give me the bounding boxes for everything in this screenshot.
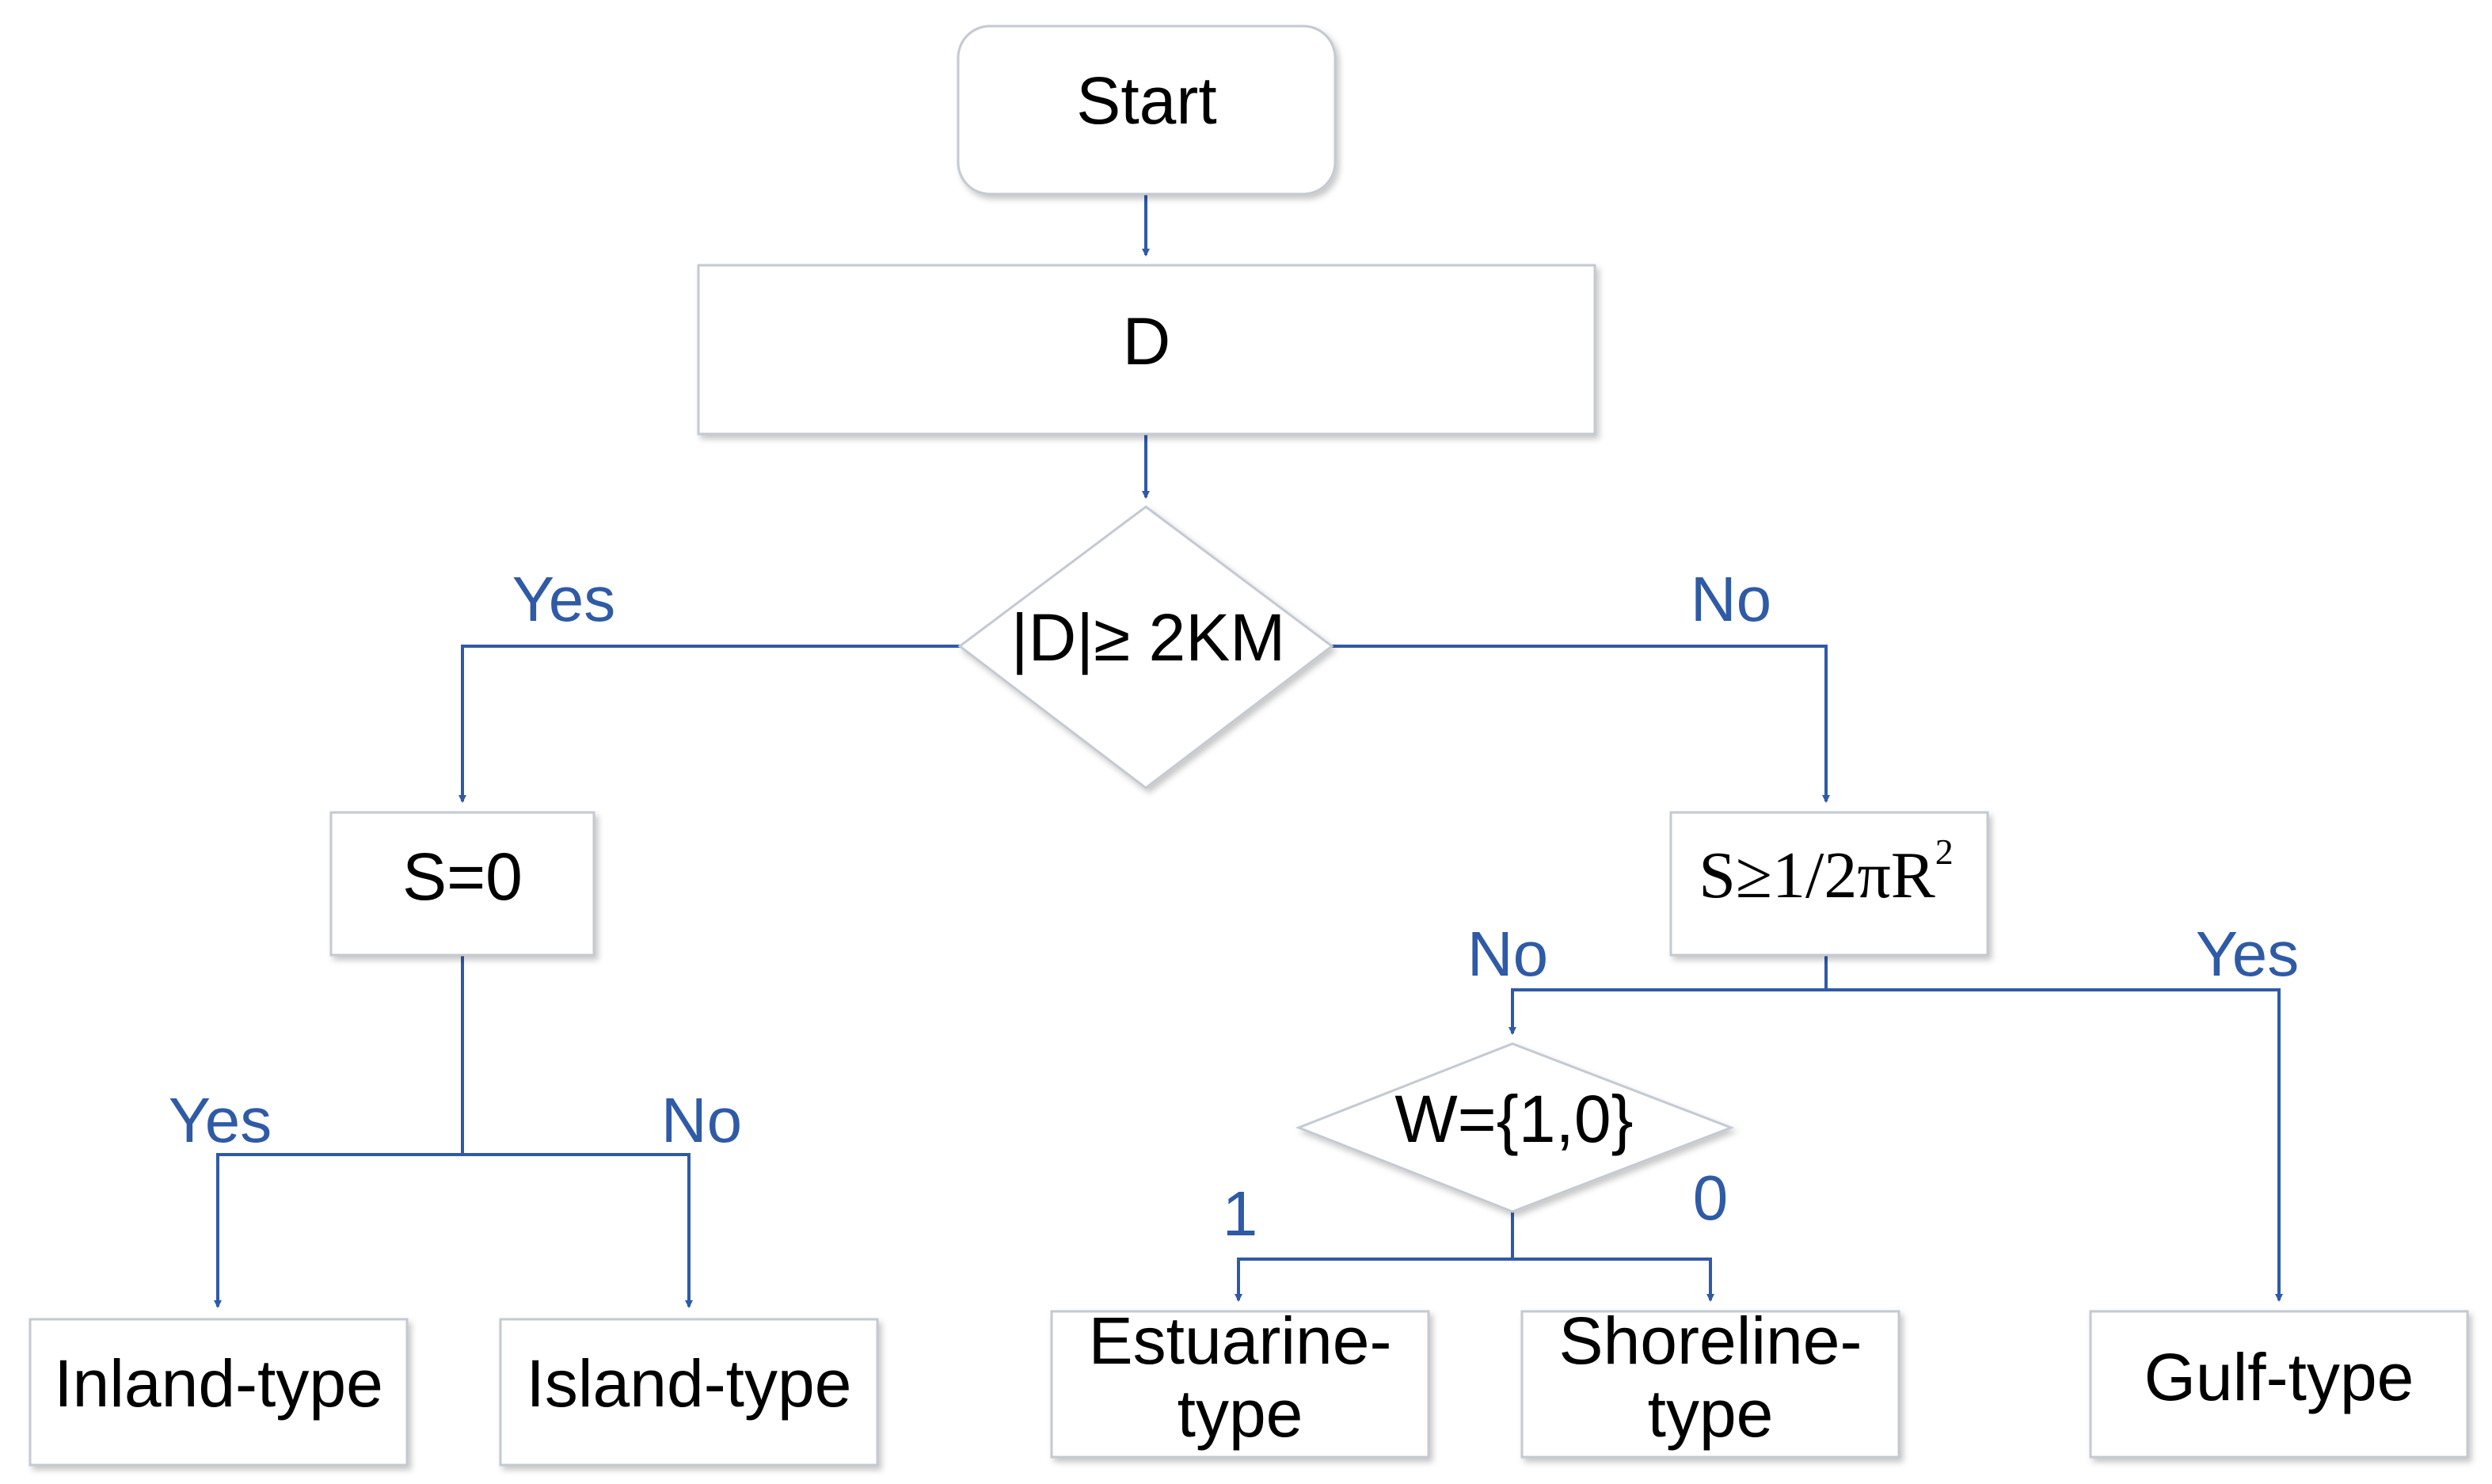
label-area-no: No	[1467, 919, 1548, 989]
distance-label: |D|≥ 2KM	[1011, 600, 1285, 675]
edge-distance-no	[1332, 645, 1830, 803]
node-s0-decision: S=0	[329, 811, 595, 957]
shoreline-label-line1: Shoreline-	[1559, 1303, 1862, 1378]
node-d: D	[697, 264, 1596, 436]
w-diamond	[1295, 1042, 1735, 1213]
area-box	[1669, 811, 1989, 957]
estuarine-label-line2: type	[1178, 1376, 1303, 1451]
estuarine-box	[1050, 1310, 1430, 1459]
node-gulf: Gulf-type	[2089, 1310, 2469, 1459]
edge-w-one	[1235, 1258, 1512, 1302]
w-label: W={1,0}	[1394, 1082, 1633, 1156]
island-box	[499, 1318, 879, 1467]
estuarine-label-line1: Estuarine-	[1089, 1303, 1392, 1378]
area-label-main: S≥1/2πR	[1699, 839, 1935, 912]
edge-area-no	[1509, 988, 1826, 1035]
start-label: Start	[1076, 63, 1216, 138]
d-label: D	[1123, 304, 1171, 379]
node-inland: Inland-type	[29, 1318, 409, 1467]
edge-s0-no	[462, 1153, 693, 1308]
d-process-box	[697, 264, 1596, 436]
label-distance-yes: Yes	[512, 564, 616, 634]
edge-w-zero	[1512, 1258, 1714, 1302]
island-label: Island-type	[527, 1346, 852, 1421]
node-shoreline: Shoreline- type	[1520, 1303, 1900, 1459]
label-distance-no: No	[1691, 564, 1771, 634]
node-start: Start	[957, 25, 1337, 196]
gulf-label: Gulf-type	[2144, 1340, 2414, 1414]
gulf-box	[2089, 1310, 2469, 1459]
s0-box	[329, 811, 595, 957]
shoreline-label-line2: type	[1648, 1376, 1774, 1451]
label-area-yes: Yes	[2196, 919, 2300, 989]
s0-label: S=0	[402, 839, 523, 914]
area-label: S≥1/2πR2	[1699, 831, 1954, 913]
inland-box	[29, 1318, 409, 1467]
node-area-decision: S≥1/2πR2	[1669, 811, 1989, 957]
edges	[214, 194, 2283, 1308]
edge-area-yes	[1826, 988, 2283, 1302]
edge-s0-yes	[214, 1153, 462, 1308]
label-s0-yes: Yes	[169, 1085, 272, 1155]
edge-labels: Yes No Yes No No Yes 1 0	[169, 564, 2300, 1249]
inland-label: Inland-type	[54, 1346, 383, 1421]
node-w-decision: W={1,0}	[1295, 1042, 1735, 1213]
node-estuarine: Estuarine- type	[1050, 1303, 1430, 1459]
edge-distance-yes	[458, 645, 960, 803]
label-s0-no: No	[661, 1085, 742, 1155]
start-terminator	[957, 25, 1337, 196]
node-island: Island-type	[499, 1318, 879, 1467]
distance-diamond	[957, 505, 1334, 790]
node-distance-decision: |D|≥ 2KM	[957, 505, 1334, 790]
label-w-one: 1	[1223, 1178, 1258, 1249]
label-w-zero: 0	[1693, 1162, 1729, 1233]
shoreline-box	[1520, 1310, 1900, 1459]
area-label-superscript: 2	[1935, 831, 1954, 872]
